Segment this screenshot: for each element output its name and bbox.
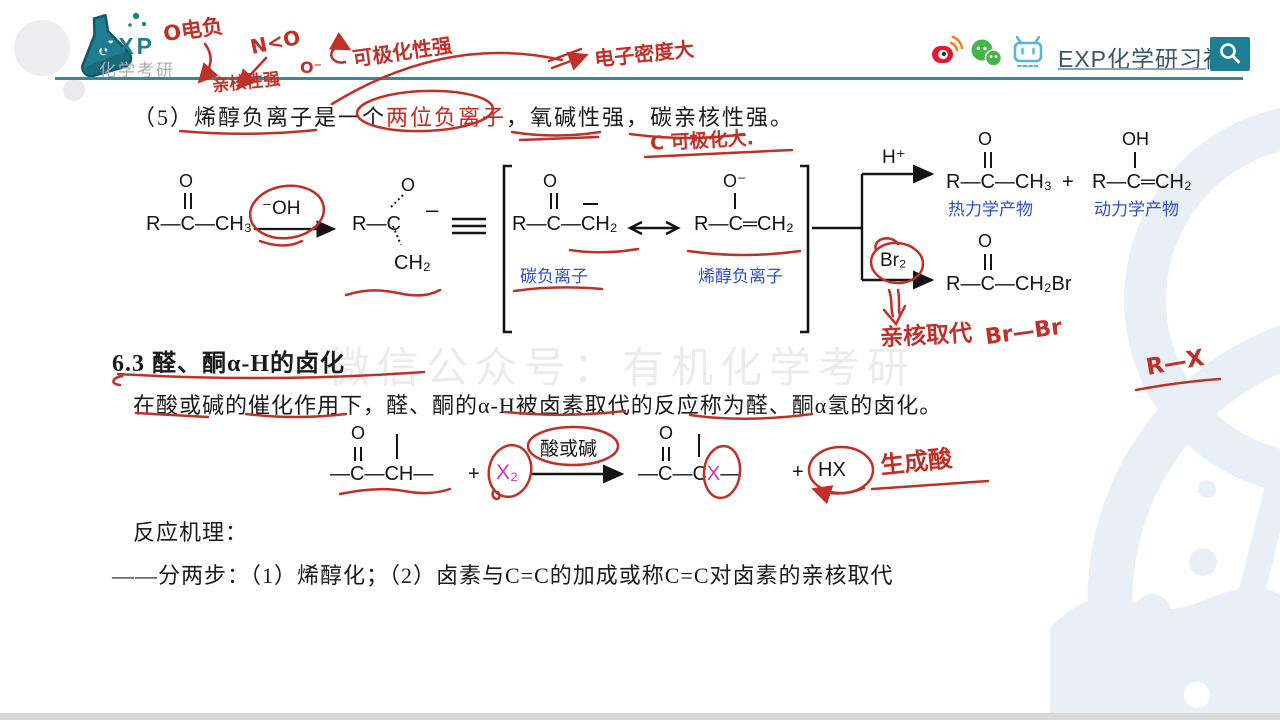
note-nucleophilicity: 亲核性强 (211, 69, 282, 97)
note-c-polarizable: C 可极化大. (649, 127, 755, 155)
note-nucleophilic-substitution: 亲核取代 (879, 320, 973, 352)
kinetic-formula: R—C═CH₂ (1092, 171, 1192, 193)
thermo-formula: R—C—CH₃ (946, 171, 1052, 193)
anion-o: O (401, 175, 416, 195)
ketone-carbonyl-o: O (179, 171, 194, 191)
weibo-icon (932, 35, 964, 63)
ketone-formula: R—C—CH₃ (146, 213, 252, 235)
s2-product-post: — (720, 463, 741, 485)
enolate-label: 烯醇负离子 (698, 267, 783, 286)
anion-rc: R—C (352, 213, 401, 235)
note-electron-density: 电子密度大 (593, 36, 696, 72)
brand-underline (1058, 68, 1206, 70)
brand-name: EXP化学研习社 (1058, 46, 1228, 72)
s2-plus2: + (792, 461, 804, 483)
thermo-label: 热力学产物 (948, 200, 1033, 219)
products-plus-sign: + (1062, 171, 1074, 193)
carbanion-o: O (543, 171, 558, 191)
logo-title: EXP (100, 33, 156, 59)
anion-ch2: CH₂ (394, 252, 431, 274)
section-heading: 6.3 醛、酮α-H的卤化 (112, 351, 346, 377)
mechanism-steps: ——分两步：（1）烯醇化；（2）卤素与C=C的加成或称C=C对卤素的亲核取代 (112, 563, 894, 588)
bottom-strip (0, 713, 1280, 720)
watermark-text: 微信公众号：有机化学考研 (328, 346, 917, 392)
note-br-br: Br—Br (983, 314, 1064, 351)
anion-minus-charge: – (426, 197, 439, 222)
s2-product-o: O (659, 423, 674, 443)
h-plus-label: H⁺ (882, 147, 906, 168)
kinetic-label: 动力学产物 (1094, 200, 1179, 219)
mechanism-label: 反应机理： (133, 520, 249, 545)
search-button (1210, 37, 1250, 71)
bromoketone-o: O (978, 231, 993, 251)
point5-pre: （5）烯醇负离子是一个 (133, 105, 387, 130)
s2-reactant-formula: —C—CH— (330, 463, 434, 485)
bilibili-icon (1013, 35, 1043, 67)
bromoketone-formula: R—C—CH₂Br (946, 273, 1072, 295)
header-divider (55, 77, 1243, 80)
enolate-o-minus: O⁻ (723, 171, 747, 191)
s2-reactant-o: O (351, 423, 366, 443)
note-o-electroneg: O电负 (161, 13, 225, 47)
carbanion-label: 碳负离子 (520, 267, 588, 286)
s2-x2: X₂ (496, 461, 519, 484)
body-sentence: 在酸或碱的催化作用下，醛、酮的α-H被卤素取代的反应称为醛、酮α氢的卤化。 (133, 393, 943, 418)
wechat-icon (971, 39, 1003, 67)
note-forms-acid: 生成酸 (878, 444, 954, 480)
kinetic-oh: OH (1122, 129, 1149, 149)
note-o-minus: O⁻ (300, 58, 323, 77)
note-polarizability: 可极化性强 (351, 33, 454, 71)
search-icon (1220, 43, 1240, 64)
br2-label: Br₂ (880, 250, 907, 271)
s2-product-x: X (706, 463, 721, 485)
note-n-less-o: N<O (248, 25, 303, 59)
logo-subtitle: 化学考研 (99, 61, 175, 80)
s2-plus1: + (468, 463, 480, 485)
point5-emphasis: 两位负离子 (386, 105, 507, 130)
gray-circle-decor (14, 20, 70, 76)
s2-product-formula: —C—CX— (638, 463, 740, 486)
point5-post: ，氧碱性强，碳亲核性强。 (506, 105, 795, 130)
gray-circle-decor-small (63, 79, 85, 101)
note-r-x: R—X (1144, 345, 1207, 381)
enolate-formula: R—C═CH₂ (694, 213, 794, 235)
thermo-o: O (978, 129, 993, 149)
carbanion-formula: R—C—CH₂ (512, 213, 618, 235)
s2-product-pre: —C—C (638, 463, 707, 485)
s2-hx: HX (818, 459, 846, 481)
s2-catalyst-label: 酸或碱 (540, 439, 598, 460)
hydroxide-reagent: ⁻OH (262, 198, 301, 219)
